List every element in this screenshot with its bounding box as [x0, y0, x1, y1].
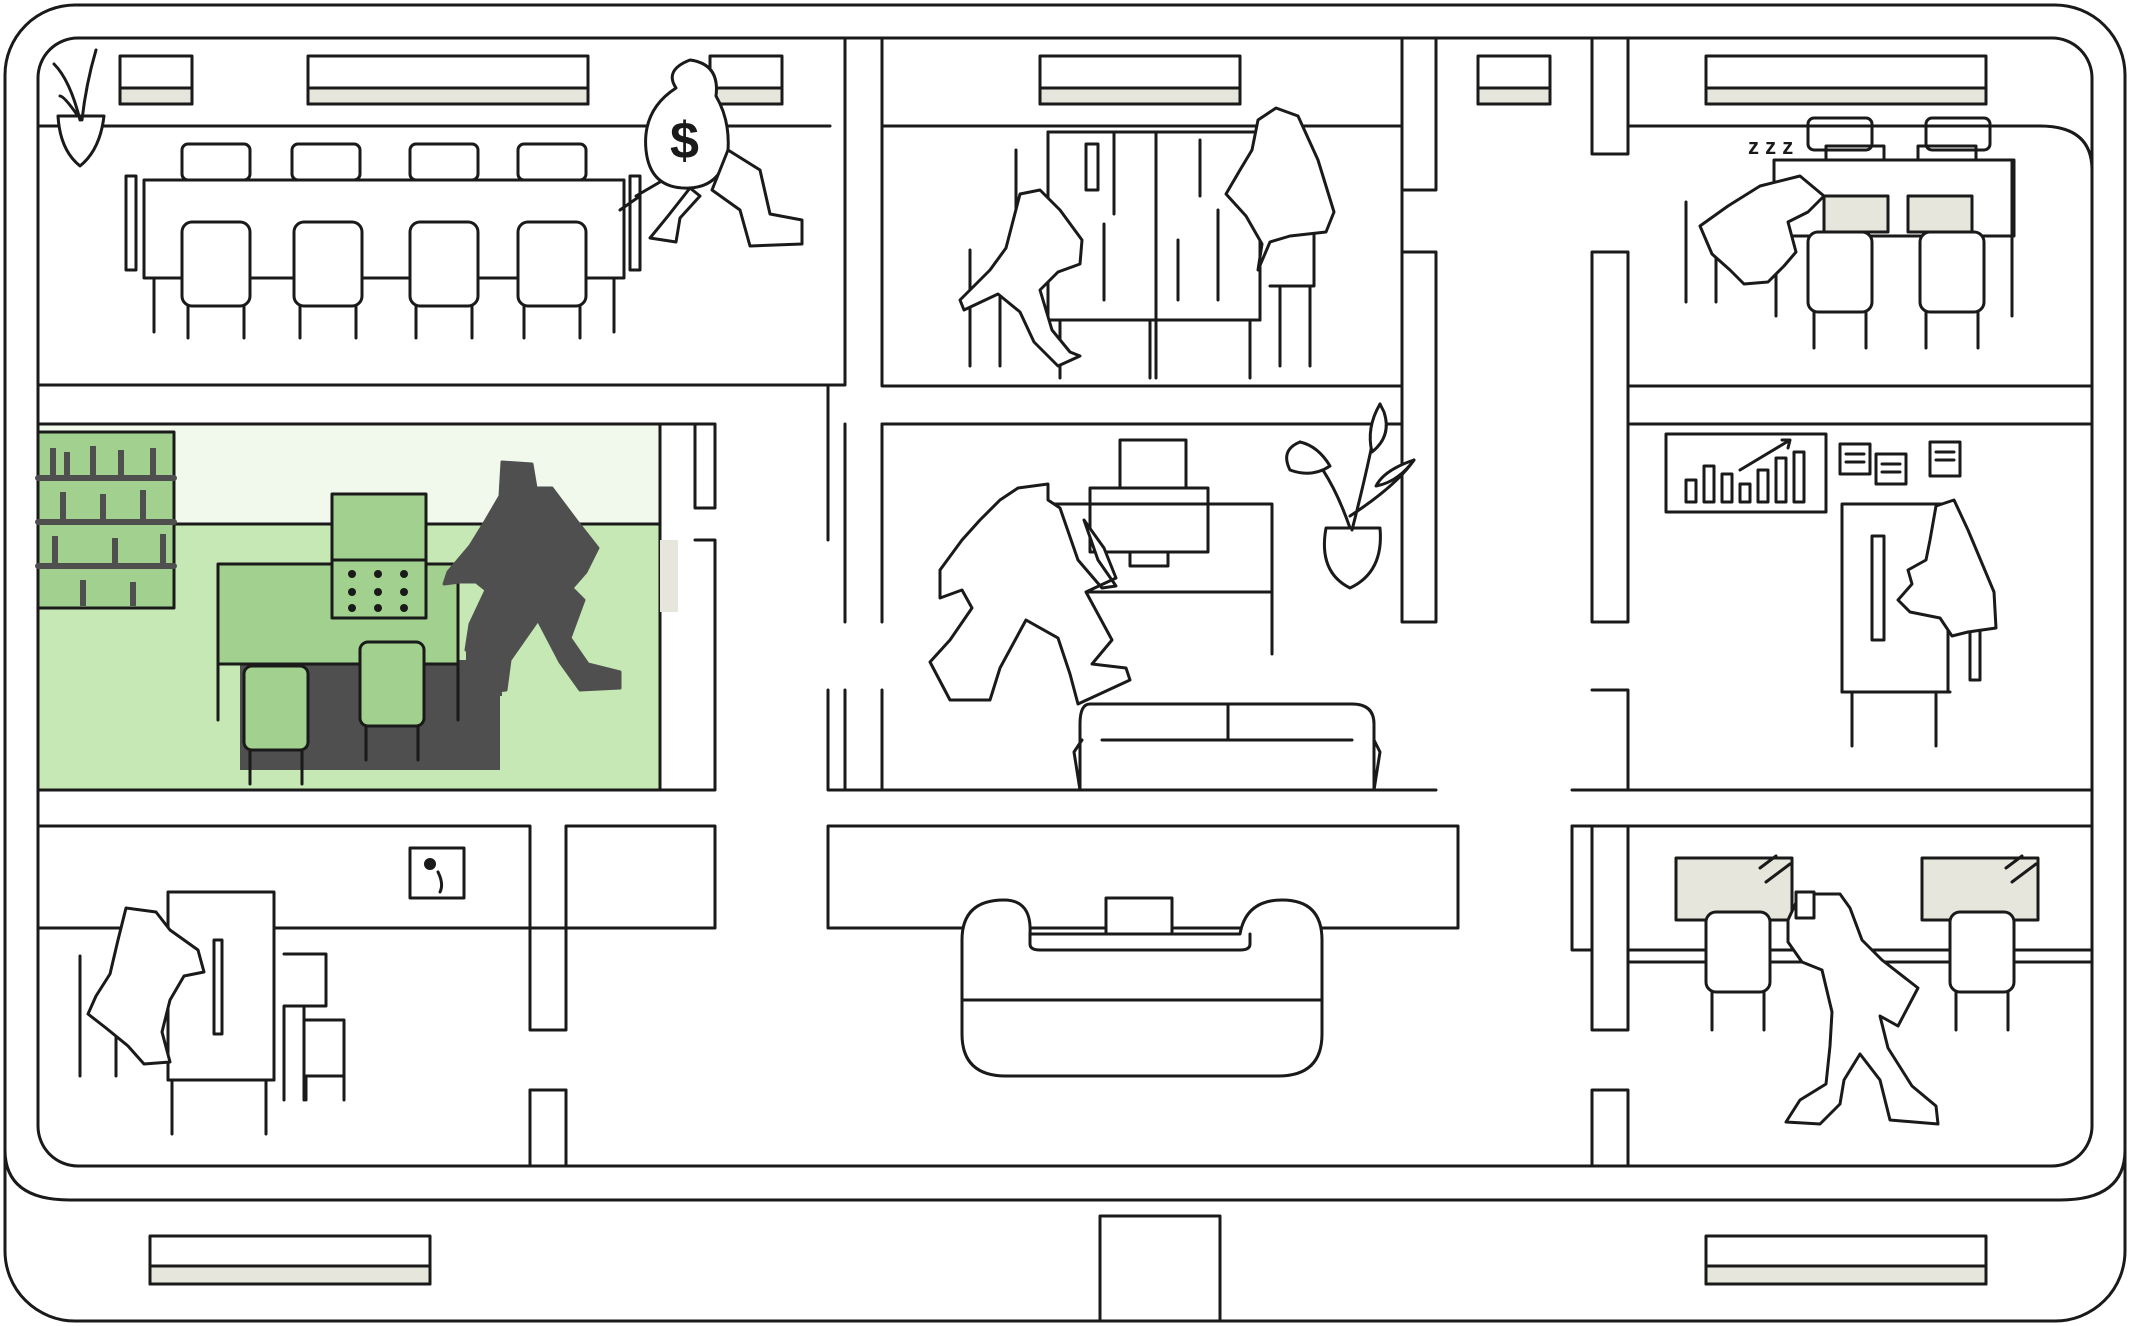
id-badge-icon [408, 846, 466, 900]
money-bag-person: $ [618, 58, 804, 248]
potted-plant-icon [1285, 402, 1416, 590]
standing-phone-person-icon [1784, 892, 1940, 1126]
exterior-windows [118, 54, 1988, 1323]
conference-table [124, 142, 642, 340]
zzz-icon: z z z [1748, 134, 1793, 159]
highlighted-library-room [35, 422, 678, 792]
shadow-person-icon [442, 460, 622, 696]
interior-walls [36, 36, 2094, 1168]
right-middle-room [1664, 432, 1998, 748]
bottom-right-room [1674, 854, 2040, 1126]
walking-person-icon [928, 482, 1132, 706]
bottom-left-room [78, 846, 466, 1136]
top-middle-desks [958, 106, 1336, 380]
money-symbol: $ [670, 112, 699, 170]
middle-lounge [928, 402, 1416, 792]
top-right-workstations: z z z [1684, 116, 2016, 350]
reception-sofa [960, 896, 1324, 1078]
bar-chart-icon [1664, 432, 1828, 514]
potted-plant-icon [52, 48, 106, 168]
